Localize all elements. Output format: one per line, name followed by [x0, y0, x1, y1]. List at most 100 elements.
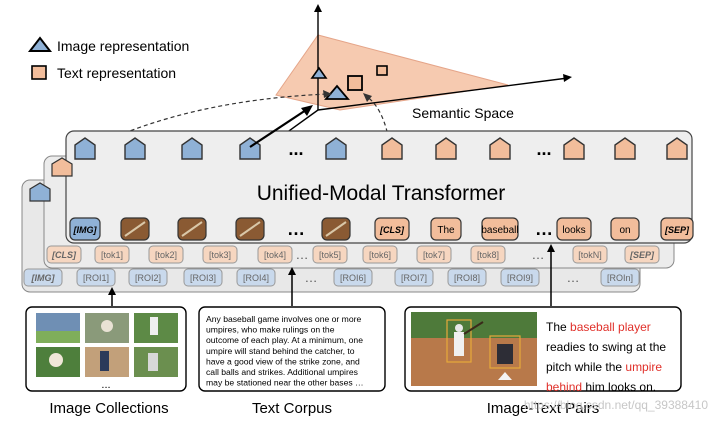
- image-output-token: [325, 137, 347, 160]
- corpus-line: Any baseball game involves one or more: [206, 314, 361, 324]
- text-corpus-content: Any baseball game involves one or more um…: [206, 314, 364, 388]
- text-output-token: [489, 137, 511, 160]
- image-patch-stripe: [239, 221, 261, 237]
- text-corpus-frame: [198, 306, 386, 392]
- back-token-label: [ROI7]: [401, 273, 427, 283]
- pair-caption-line2: readies to swing at the: [546, 340, 666, 354]
- image-output-arrow: [249, 109, 307, 148]
- back-token: [394, 268, 434, 287]
- space-text-marker-large: [347, 75, 363, 91]
- middle-panel-output-marker: [51, 157, 73, 177]
- x-axis: [317, 77, 569, 111]
- text-corpus-caption: Text Corpus: [252, 400, 332, 417]
- middle-token: [46, 245, 82, 264]
- collection-thumb-4-player: [49, 353, 63, 367]
- input-token-label: on: [619, 225, 630, 236]
- collection-thumb-6-player: [148, 353, 158, 371]
- input-token: [430, 217, 462, 241]
- pair-photo-grass: [411, 312, 537, 338]
- image-output-arrowhead: [301, 105, 313, 116]
- image-collections-box: ... Image Collections: [25, 306, 187, 417]
- back-token: [23, 268, 63, 287]
- back-token-label: [IMG]: [31, 273, 56, 283]
- legend-image-marker: [27, 36, 53, 52]
- image-collections-caption: Image Collections: [49, 400, 168, 417]
- z-axis-arrowhead: [314, 4, 322, 12]
- corpus-line: may be stationed near the other bases …: [206, 378, 364, 388]
- player-bounding-box: [446, 319, 472, 363]
- back-token: [333, 268, 373, 287]
- middle-token-label: [tok3]: [209, 250, 231, 260]
- middle-token: [94, 245, 130, 264]
- text-output-token: [435, 137, 457, 160]
- pairs-input-arrowhead: [547, 244, 555, 252]
- middle-ellipsis: …: [532, 247, 545, 262]
- middle-token-label: [tok7]: [423, 250, 445, 260]
- back-token-label: [ROI9]: [507, 273, 533, 283]
- collection-thumb-5-player: [100, 351, 109, 371]
- space-text-marker-small: [376, 65, 388, 76]
- legend-image-label: Image representation: [57, 38, 189, 54]
- output-ellipsis: ...: [536, 139, 551, 159]
- middle-ellipsis: …: [296, 247, 309, 262]
- back-token-label: [ROI8]: [454, 273, 480, 283]
- middle-token-label: [CLS]: [51, 250, 77, 260]
- image-collections-thumbnails: [36, 313, 178, 377]
- front-panel: [65, 130, 693, 244]
- text-output-token: [381, 137, 403, 160]
- watermark: https://blog.csdn.net/qq_39388410: [524, 398, 708, 412]
- back-input-row: [IMG][ROI1][ROI2][ROI3][ROI4]…[ROI6][ROI…: [23, 268, 640, 287]
- middle-token: [416, 245, 452, 264]
- middle-token: [202, 245, 238, 264]
- legend: Image representation Text representation: [27, 36, 189, 81]
- collection-ellipsis: ...: [101, 379, 110, 391]
- middle-token: [624, 245, 660, 264]
- umpire-bounding-box: [489, 335, 521, 369]
- back-token-label: [ROI3]: [190, 273, 216, 283]
- semantic-space-label: Semantic Space: [412, 105, 514, 121]
- images-input-arrowhead: [108, 287, 116, 295]
- input-token: [481, 217, 519, 241]
- middle-token: [470, 245, 506, 264]
- middle-token-label: [tok2]: [155, 250, 177, 260]
- text-corpus-box: Any baseball game involves one or more um…: [198, 306, 386, 417]
- input-token-label: looks: [562, 225, 585, 236]
- corpus-line: umpire will stand behind the catcher, to: [206, 346, 355, 356]
- image-projection-dashed-arrow: [91, 93, 329, 148]
- back-token-label: [ROI1]: [83, 273, 109, 283]
- space-image-marker-small: [310, 66, 328, 79]
- semantic-space: Semantic Space: [91, 4, 572, 175]
- text-projection-arrowhead: [363, 93, 372, 102]
- x-axis-arrowhead: [563, 74, 572, 82]
- collection-thumb-1-grass: [36, 331, 80, 343]
- back-ellipsis: …: [567, 270, 580, 285]
- middle-token: [257, 245, 293, 264]
- legend-text-marker: [31, 65, 47, 80]
- legend-text-label: Text representation: [57, 65, 176, 81]
- input-ellipsis: …: [287, 219, 305, 239]
- middle-token-label: [tok1]: [101, 250, 123, 260]
- front-output-row: ......: [74, 137, 688, 160]
- input-token-label: [IMG]: [73, 225, 98, 235]
- input-ellipsis: …: [535, 219, 553, 239]
- image-patch-stripe: [124, 221, 146, 237]
- back-token-label: [ROI4]: [243, 273, 269, 283]
- corpus-input-arrowhead: [288, 267, 296, 275]
- space-image-marker-large: [324, 84, 350, 100]
- input-token-label: [SEP]: [664, 225, 690, 235]
- umpire-body: [497, 344, 513, 364]
- middle-token-label: [tokN]: [578, 250, 602, 260]
- image-output-token: [74, 137, 96, 160]
- back-token: [600, 268, 640, 287]
- transformer-title: Unified-Modal Transformer: [257, 182, 506, 205]
- output-ellipsis: ...: [288, 139, 303, 159]
- image-projection-arrowhead: [323, 90, 332, 98]
- corpus-line: have a good view of the strike zone, and: [206, 356, 360, 366]
- image-output-token: [181, 137, 203, 160]
- transformer-stack: Unified-Modal Transformer ...... [IMG] … […: [21, 130, 694, 293]
- back-token: [500, 268, 540, 287]
- input-token-label: The: [437, 225, 455, 236]
- player-bat: [463, 321, 484, 335]
